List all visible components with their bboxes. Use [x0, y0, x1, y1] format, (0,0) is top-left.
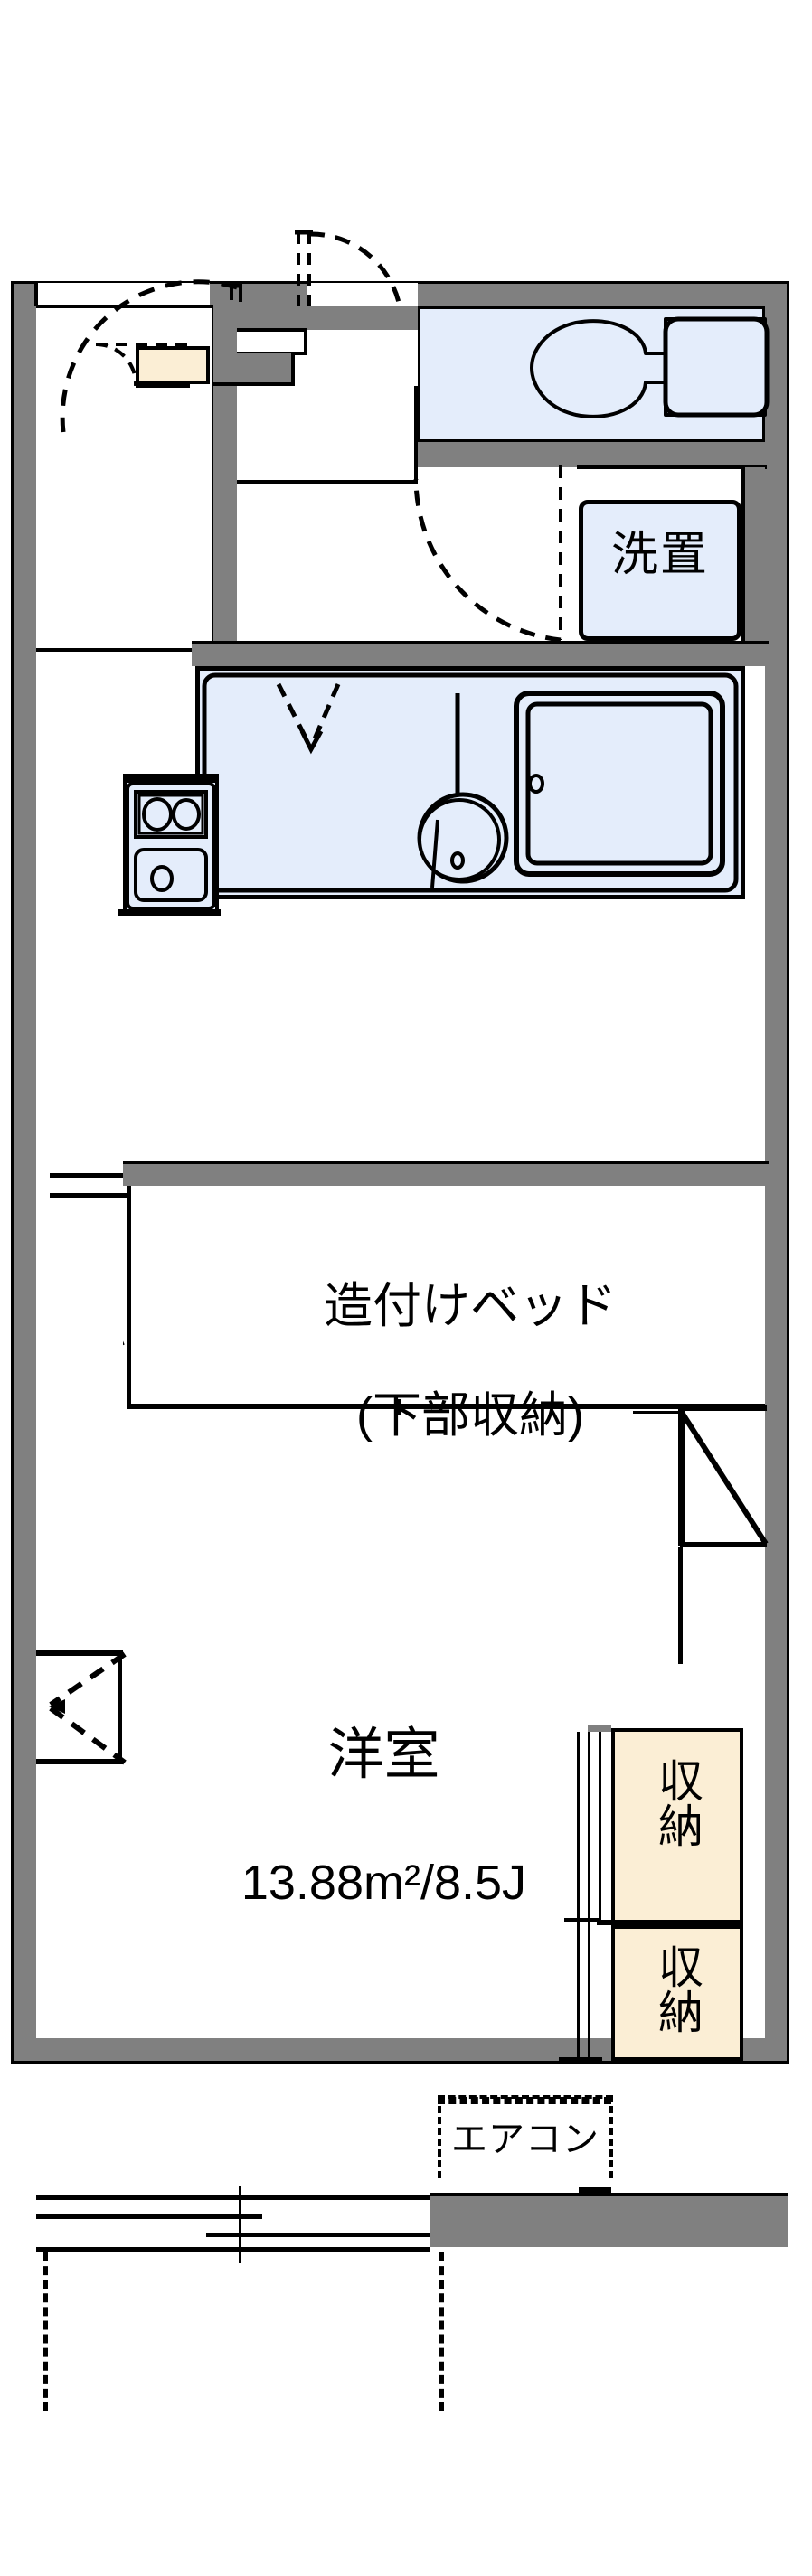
balcony-window-mullion — [239, 2186, 241, 2263]
outer-wall-right — [765, 283, 788, 2062]
shelf-top-line — [680, 1406, 767, 1411]
bed-edge-tick — [398, 1399, 401, 1415]
outer-wall-outline-bottom — [13, 2061, 788, 2064]
closet-lower-text: 収納 — [652, 1943, 703, 2034]
balcony-extension-left — [43, 2252, 48, 2411]
closet-upper-text: 収納 — [652, 1757, 703, 1847]
washer-alcove-white — [579, 467, 765, 500]
balcony-window-opening — [36, 2196, 430, 2251]
balcony-window-top-rail — [36, 2195, 430, 2200]
entrance-door-jamb-left — [34, 283, 38, 306]
kitchen-counter — [123, 774, 219, 779]
closet-rail-tick-bottom — [559, 2057, 602, 2061]
closet-rail-outer — [577, 1732, 580, 2059]
balcony-extension-right — [439, 2252, 444, 2411]
main-room-title: 洋室 — [327, 1724, 440, 1787]
entrance-door-threshold — [36, 305, 213, 308]
corridor-notch-line-1 — [237, 328, 307, 332]
window-left-mullion — [118, 1650, 122, 1763]
bath-door-swing-icon — [413, 465, 562, 643]
closet-lower — [611, 1925, 743, 2061]
main-room-area: 13.88m²/8.5J — [241, 1856, 527, 1911]
closet-bottom-connector — [579, 2187, 611, 2196]
shoe-box-door-swing-icon — [95, 342, 190, 388]
balcony-window-sash-2 — [206, 2233, 430, 2237]
corridor — [237, 386, 418, 484]
aircon-marker — [438, 2095, 613, 2178]
balcony-window-bottom-rail — [36, 2247, 430, 2252]
washer-space-label: 洗置 — [610, 529, 709, 581]
entrance-door-swing-icon — [60, 279, 242, 433]
bed-area-wall-top — [123, 1162, 765, 1186]
bed-label-line1: 造付けベッド — [324, 1279, 617, 1334]
toilet-wall-bottom — [418, 442, 765, 467]
balcony-window-sash-1 — [36, 2214, 262, 2219]
corridor-notch-line-2 — [304, 328, 307, 355]
toilet-icon — [530, 316, 770, 418]
kitchen-fixtures-icon — [126, 782, 216, 910]
unit-bath-fixtures-icon — [202, 672, 739, 893]
outer-wall-left — [13, 283, 36, 2062]
toilet-wall-left — [237, 306, 418, 330]
closet-divider-wall-top — [588, 1725, 611, 1732]
bottom-wall-right — [430, 2195, 788, 2247]
corridor-outline-right — [414, 386, 418, 484]
genkan-outline-bottom — [36, 648, 213, 652]
bed-label-line2: (下部収納) — [356, 1388, 584, 1443]
bath-wall-top — [192, 643, 765, 666]
shelf-lower-left-line — [678, 1547, 683, 1664]
outer-wall-outline-right — [787, 281, 789, 2064]
shelf-left-line — [678, 1408, 683, 1546]
corridor-wall-step — [237, 353, 293, 386]
outer-wall-outline-left — [11, 281, 14, 2064]
toilet-door-opening — [307, 283, 418, 306]
corridor-step-edge-b — [291, 353, 295, 386]
upper-shelf-diagonal-icon — [678, 1409, 769, 1546]
window-left-swing-icon — [49, 1651, 127, 1765]
shelf-connector-line-b — [633, 1411, 682, 1414]
entrance-tile — [136, 346, 210, 384]
outer-wall-outline-top — [13, 281, 788, 284]
washer-right-wall-line — [741, 465, 745, 646]
closet-lower-label: 収納 — [611, 1943, 743, 2044]
closet-divider-line — [597, 1920, 743, 1925]
bed-left-line — [127, 1186, 131, 1408]
corridor-notch-white — [237, 330, 304, 353]
bed-bottom-line — [127, 1405, 767, 1409]
kitchen-base-line — [118, 909, 221, 916]
window-left-sill — [36, 1759, 123, 1764]
corridor-step-edge-a — [212, 382, 295, 386]
closet-rail-inner-2 — [599, 1732, 601, 1920]
bath-wall-top-line — [192, 641, 769, 644]
closet-upper-label: 収納 — [611, 1757, 743, 1857]
toilet-door-swing-icon — [295, 230, 402, 307]
shelf-connector-line-a — [633, 1405, 682, 1407]
closet-rail-tick — [564, 1918, 600, 1922]
washer-right-wall — [745, 467, 765, 646]
washer-space — [579, 500, 741, 641]
main-room — [36, 1198, 123, 2038]
bed-label: 造付けベッド (下部収納) — [127, 1225, 760, 1498]
aircon-label: エアコン — [451, 2120, 600, 2159]
corridor-outline-bottom — [237, 480, 418, 484]
main-room-label: 洋室 13.88m²/8.5J — [145, 1661, 561, 1975]
window-left — [36, 1650, 123, 1656]
corridor-wall-vertical-b — [213, 386, 237, 650]
bed-area-wall-top-line — [123, 1161, 769, 1164]
closet-rail-inner — [588, 1732, 590, 2059]
shelf-bottom-line — [680, 1542, 767, 1547]
washer-alcove-top-line — [577, 465, 767, 469]
